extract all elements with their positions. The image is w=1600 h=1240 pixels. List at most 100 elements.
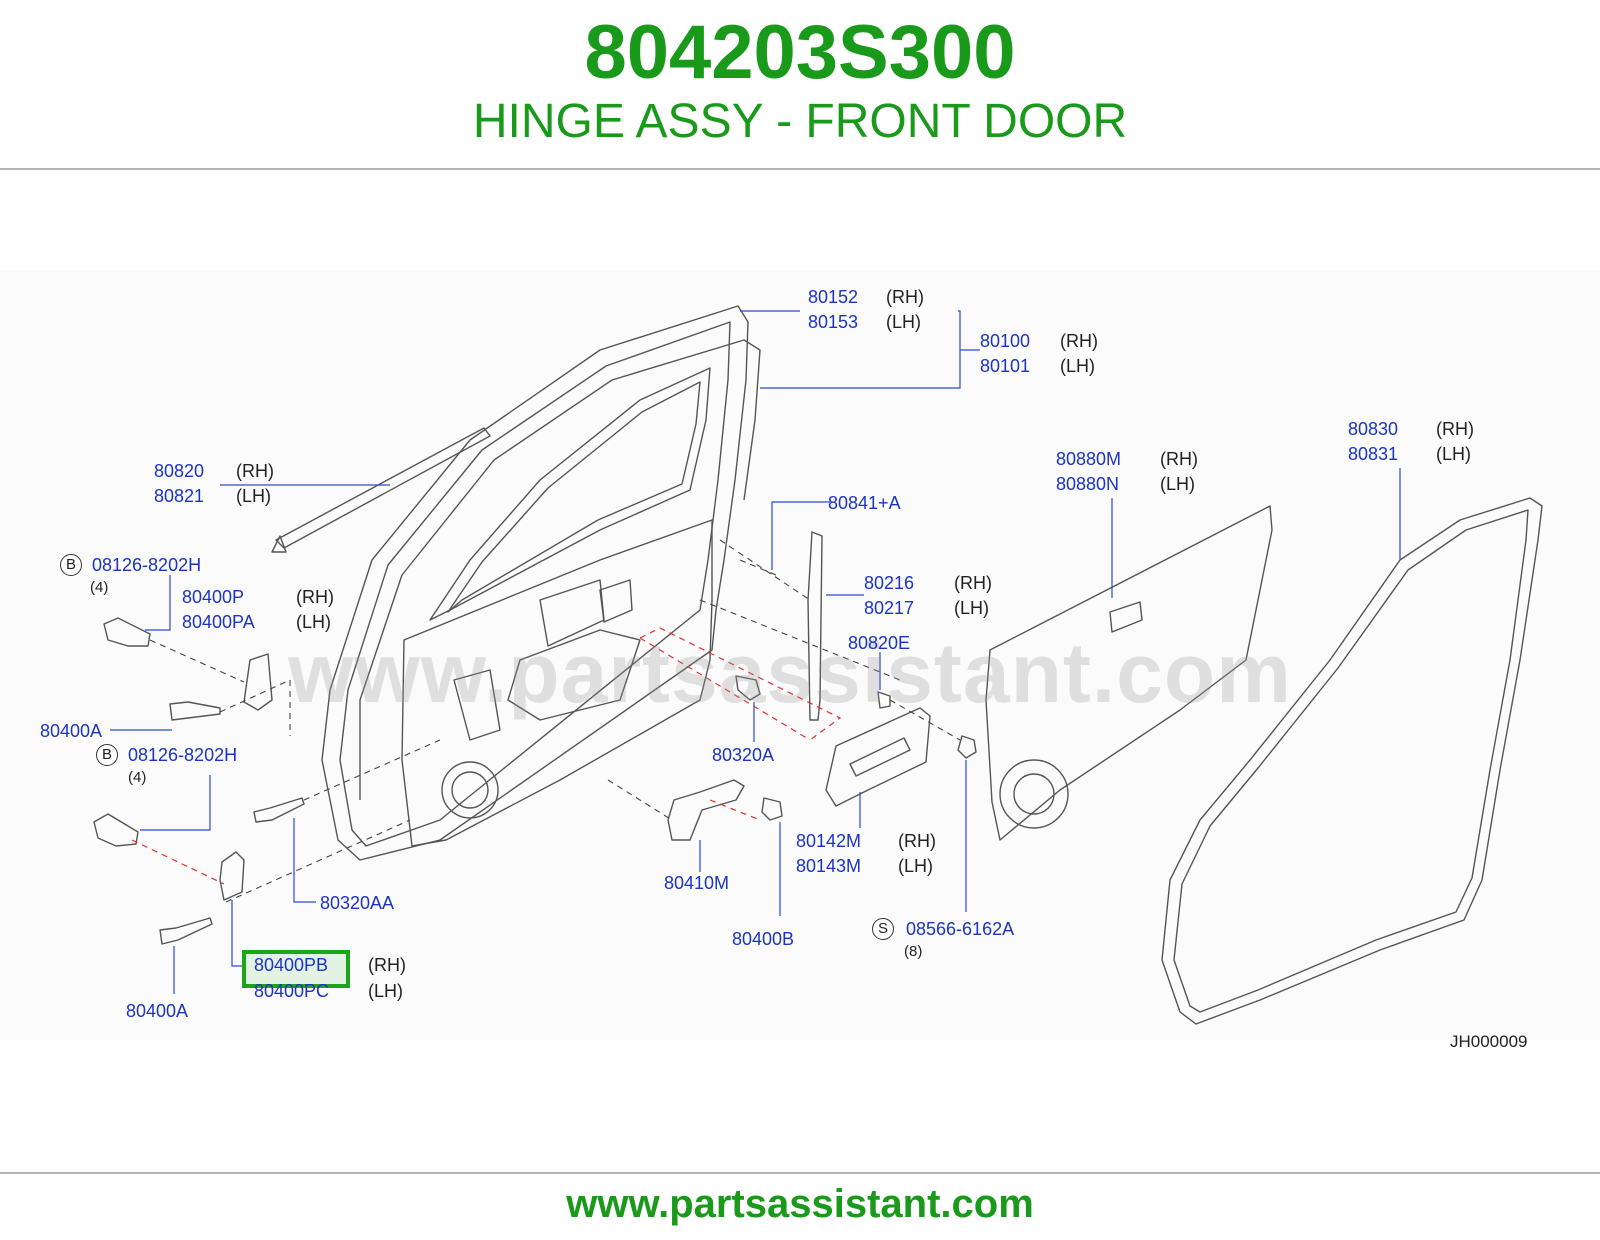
fastener-marker-b-lower: B [96,744,118,766]
side-label: (LH) [886,312,921,332]
trim-speaker-grille [999,759,1069,829]
qty-label: (4) [90,579,109,596]
inside-handle-80142M [825,707,931,807]
leader-08126-lower [140,775,211,831]
part-link[interactable]: 08566-6162A [906,919,1015,939]
callout-80400B[interactable]: 80400B [732,928,794,950]
part-link[interactable]: 80821 [154,486,205,506]
door-weatherstrip-80152 [359,339,761,800]
side-label: (LH) [368,981,403,1001]
callout-80821[interactable]: 80821 [154,485,204,507]
bolt-08126-lower [93,813,139,847]
fastener-marker-s: S [872,918,894,940]
callout-80841A[interactable]: 80841+A [828,492,901,514]
footer-divider [0,1172,1600,1174]
side-label: (LH) [1160,474,1195,494]
bolt-08126-upper [103,617,151,647]
callout-80142M[interactable]: 80142M [796,830,861,852]
part-link[interactable]: 80142M [796,831,862,851]
door-sash-outline [321,305,749,861]
callout-80830[interactable]: 80830 [1348,418,1398,440]
callout-80880M[interactable]: 80880M [1056,448,1121,470]
callout-80400PC[interactable]: 80400PC [254,980,329,1002]
callout-80400PB[interactable]: 80400PB [254,954,328,976]
part-link[interactable]: 80320A [712,745,775,765]
door-window-frame-inner [447,381,701,613]
part-link[interactable]: 80830 [1348,419,1399,439]
part-link[interactable]: 08126-8202H [128,745,238,765]
callout-80152[interactable]: 80152 [808,286,858,308]
part-link[interactable]: 80880N [1056,474,1120,494]
side-label: (RH) [368,955,406,975]
side-label: (RH) [1160,449,1198,469]
door-check-80410M [667,779,745,841]
callout-08126-lower[interactable]: 08126-8202H [128,744,237,766]
part-link[interactable]: 80216 [864,573,915,593]
leader-80100-bracket [760,310,961,389]
callout-80101[interactable]: 80101 [980,355,1030,377]
lower-hinge-80400PB [219,851,245,901]
part-link[interactable]: 80152 [808,287,859,307]
callout-80217[interactable]: 80217 [864,597,914,619]
callout-80143M[interactable]: 80143M [796,855,861,877]
clip-08566 [957,735,977,759]
part-link[interactable]: 80153 [808,312,859,332]
part-link[interactable]: 80217 [864,598,915,618]
footer-url[interactable]: www.partsassistant.com [566,1182,1034,1226]
callout-80320A[interactable]: 80320A [712,744,774,766]
part-link[interactable]: 80820E [848,633,911,653]
fastener-marker-b-upper: B [60,554,82,576]
callout-80400A-upper[interactable]: 80400A [40,720,102,742]
door-trim-panel-80880M [985,505,1273,841]
upper-hinge-80400P [243,653,273,711]
callout-80400A-lower[interactable]: 80400A [126,1000,188,1022]
callout-08126-upper[interactable]: 08126-8202H [92,554,201,576]
callout-80216[interactable]: 80216 [864,572,914,594]
side-label: (LH) [296,612,331,632]
callout-80320AA[interactable]: 80320AA [320,892,394,914]
side-label: (LH) [954,598,989,618]
part-link[interactable]: 80831 [1348,444,1399,464]
callout-80100[interactable]: 80100 [980,330,1030,352]
page-title-part-number: 804203S300 [584,10,1016,95]
part-link[interactable]: 80820 [154,461,205,481]
door-sash-inner [339,321,731,847]
sash-channel-80216 [807,531,823,721]
callout-80410M[interactable]: 80410M [664,872,729,894]
callout-80400PA[interactable]: 80400PA [182,611,255,633]
side-label: (LH) [1436,444,1471,464]
part-link[interactable]: 80841+A [828,493,901,513]
body-weatherstrip-80830 [1161,497,1543,1025]
part-link[interactable]: 80100 [980,331,1031,351]
part-link[interactable]: 80400PB [254,955,329,975]
part-link[interactable]: 80400A [40,721,103,741]
part-link[interactable]: 80320AA [320,893,395,913]
part-link[interactable]: 80400P [182,587,245,607]
callout-80400P[interactable]: 80400P [182,586,244,608]
side-label: (RH) [898,831,936,851]
callout-08566[interactable]: 08566-6162A [906,918,1014,940]
part-link[interactable]: 80400A [126,1001,189,1021]
side-label: (LH) [1060,356,1095,376]
door-panel-cutout-3 [507,629,641,721]
bolt-80400B [761,797,783,821]
part-link[interactable]: 80400PA [182,612,255,632]
part-link[interactable]: 80880M [1056,449,1122,469]
callout-80820E[interactable]: 80820E [848,632,910,654]
leader-80320AA [293,818,316,903]
side-label: (RH) [886,287,924,307]
part-link[interactable]: 80143M [796,856,862,876]
callout-80880N[interactable]: 80880N [1056,473,1119,495]
part-link[interactable]: 08126-8202H [92,555,202,575]
callout-80153[interactable]: 80153 [808,311,858,333]
part-link[interactable]: 80400B [732,929,795,949]
callout-80831[interactable]: 80831 [1348,443,1398,465]
part-link[interactable]: 80101 [980,356,1031,376]
callout-80820[interactable]: 80820 [154,460,204,482]
part-link[interactable]: 80410M [664,873,730,893]
part-link[interactable]: 80400PC [254,981,330,1001]
side-label: (RH) [236,461,274,481]
leader-80400PB [231,900,246,967]
clip-80820E [877,691,891,709]
watermark: www.partsassistant.com [288,626,1292,720]
